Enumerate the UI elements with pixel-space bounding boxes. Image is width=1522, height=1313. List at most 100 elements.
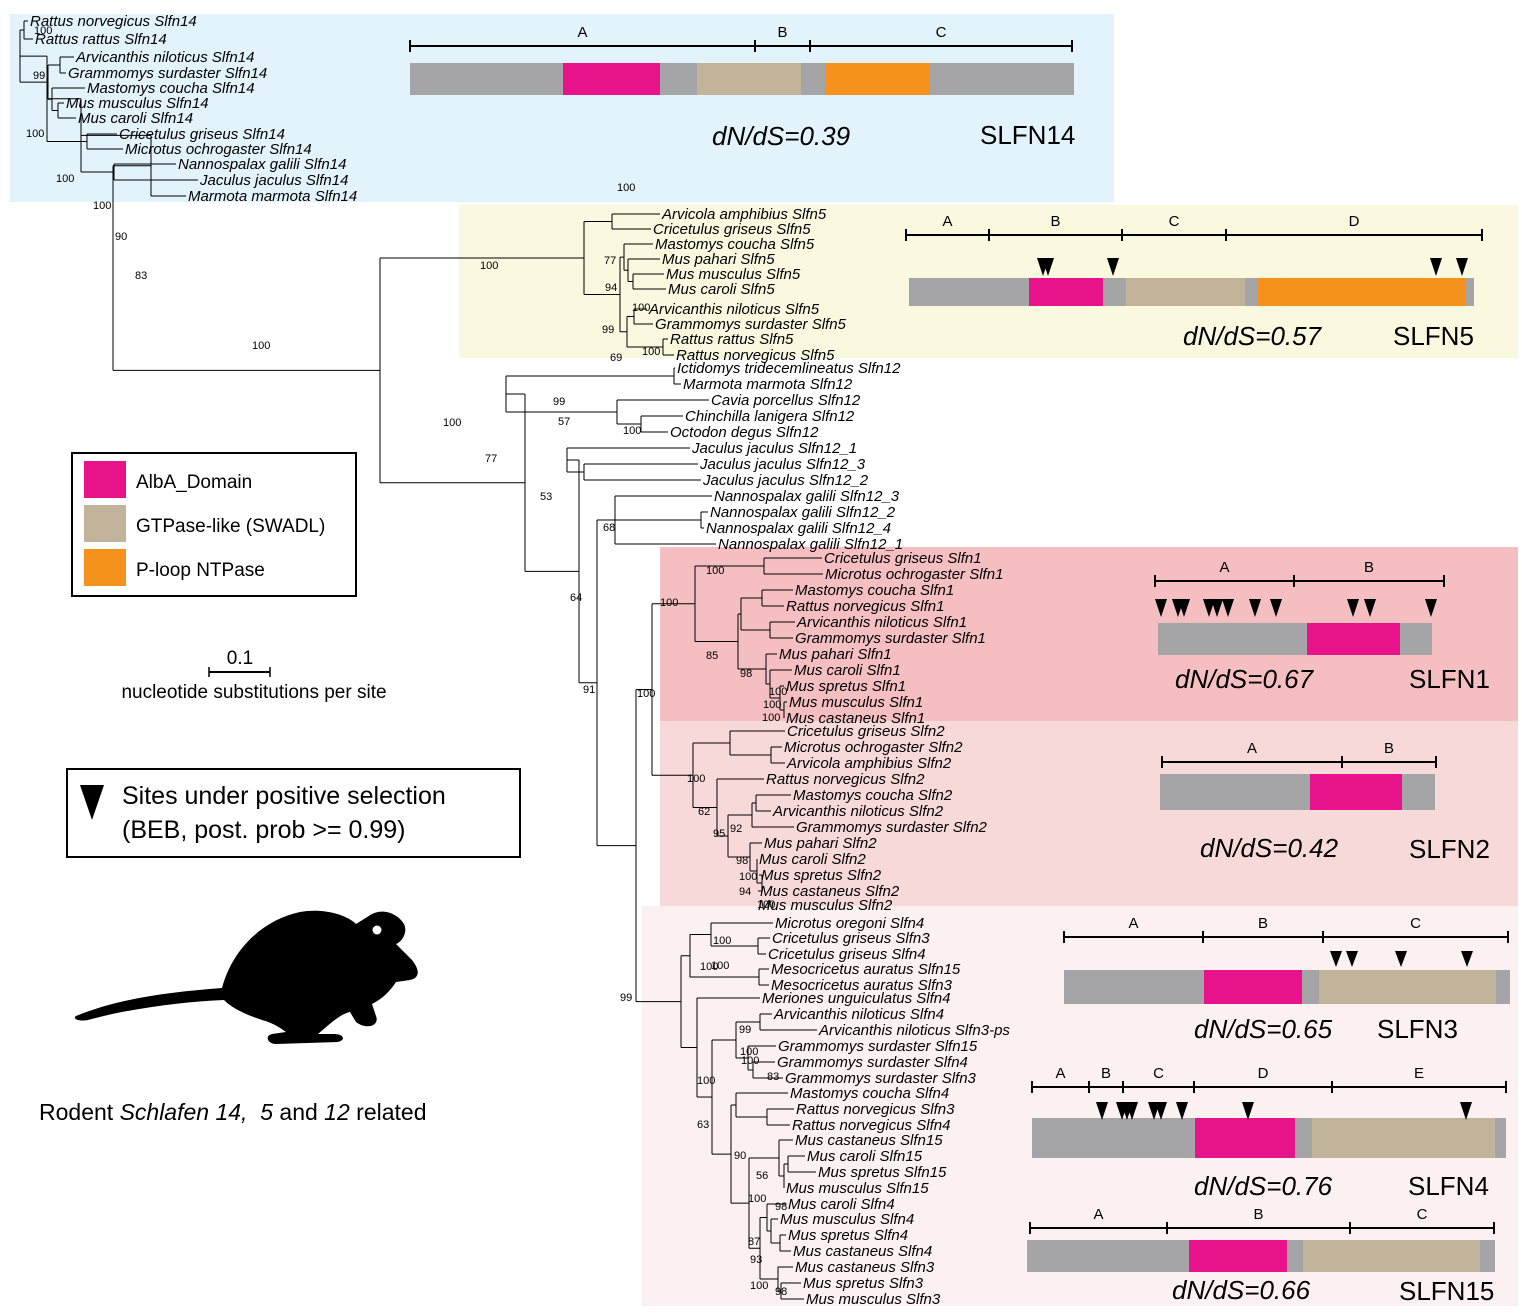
taxon-label: Mus musculus Slfn1 — [789, 694, 923, 711]
segment-label: C — [1417, 1206, 1428, 1223]
bootstrap-value: 57 — [558, 416, 570, 428]
bootstrap-value: 100 — [769, 686, 787, 698]
domain-albA-domain — [1310, 774, 1402, 810]
bootstrap-value: 100 — [763, 699, 781, 711]
dnds-value: dN/dS=0.42 — [1200, 833, 1339, 863]
bootstrap-value: 100 — [56, 173, 74, 185]
selection-site-triangle-icon — [1155, 1102, 1167, 1120]
segment-label: A — [1247, 740, 1257, 757]
selection-site-triangle-icon — [1126, 1102, 1138, 1120]
protein-name: SLFN14 — [980, 120, 1075, 150]
taxon-label: Rattus rattus Slfn5 — [670, 331, 794, 348]
domain-gtpase-like — [697, 63, 801, 95]
bootstrap-value: 100 — [740, 1046, 758, 1058]
taxon-label: Grammomys surdaster Slfn1 — [795, 630, 986, 647]
bootstrap-value: 100 — [93, 200, 111, 212]
taxon-label: Jaculus jaculus Slfn12_2 — [702, 472, 869, 489]
bootstrap-value: 100 — [706, 565, 724, 577]
taxon-label: Microtus oregoni Slfn4 — [775, 915, 924, 932]
taxon-label: Mastomys coucha Slfn14 — [87, 80, 255, 97]
title-sep1 — [247, 1099, 260, 1125]
bootstrap-value: 100 — [748, 1193, 766, 1205]
domain-albA-domain — [1204, 970, 1302, 1004]
segment-label: E — [1414, 1065, 1424, 1082]
taxon-label: Marmota marmota Slfn14 — [188, 188, 357, 205]
taxon-label: Mus caroli Slfn5 — [668, 281, 775, 298]
bootstrap-value: 94 — [605, 282, 617, 294]
protein-name: SLFN5 — [1393, 321, 1474, 351]
taxon-label: Mus pahari Slfn2 — [764, 835, 877, 852]
taxon-label: Arvicanthis niloticus Slfn2 — [772, 803, 944, 820]
taxon-label: Mus musculus Slfn3 — [806, 1291, 941, 1308]
taxon-label: Mus musculus Slfn4 — [780, 1211, 914, 1228]
taxon-label: Arvicanthis niloticus Slfn4 — [773, 1006, 944, 1023]
bootstrap-value: 100 — [642, 346, 660, 358]
protein-name: SLFN15 — [1399, 1276, 1494, 1306]
segment-label: D — [1258, 1065, 1269, 1082]
taxon-label: Mus castaneus Slfn1 — [786, 710, 925, 727]
bootstrap-value: 64 — [570, 592, 582, 604]
taxon-label: Nannospalax galili Slfn12_3 — [714, 488, 900, 505]
legend-swatch-alba — [84, 461, 126, 498]
bootstrap-value: 100 — [660, 597, 678, 609]
taxon-label: Octodon degus Slfn12 — [670, 424, 819, 441]
taxon-label: Chinchilla lanigera Slfn12 — [685, 408, 855, 425]
bootstrap-value: 100 — [617, 182, 635, 194]
taxon-label: Cricetulus griseus Slfn1 — [824, 550, 982, 567]
bootstrap-value: 100 — [637, 688, 655, 700]
selection-site-triangle-icon — [1425, 599, 1437, 617]
bootstrap-value: 100 — [697, 1075, 715, 1087]
taxon-label: Rattus rattus Slfn14 — [35, 31, 167, 48]
selection-site-triangle-icon — [1461, 951, 1473, 967]
segment-label: A — [1093, 1206, 1103, 1223]
selection-triangle-icon — [80, 785, 104, 820]
domain-gtpase-like — [1303, 1240, 1480, 1272]
domain-albA-domain — [1189, 1240, 1287, 1272]
selection-site-triangle-icon — [1430, 258, 1442, 276]
selection-site-triangle-icon — [1176, 1102, 1188, 1120]
taxon-label: Mus castaneus Slfn3 — [795, 1259, 935, 1276]
taxon-label: Cricetulus griseus Slfn5 — [653, 221, 811, 238]
title-gene1: Schlafen 14, — [120, 1099, 248, 1125]
bootstrap-value: 95 — [713, 828, 725, 840]
taxon-label: Marmota marmota Slfn12 — [683, 376, 853, 393]
bootstrap-value: 99 — [602, 324, 614, 336]
protein-name: SLFN1 — [1409, 664, 1490, 694]
taxon-label: Rattus norvegicus Slfn5 — [676, 347, 835, 364]
taxon-label: Mus castaneus Slfn2 — [760, 883, 900, 900]
bootstrap-value: 98 — [775, 1201, 787, 1213]
taxon-label: Cricetulus griseus Slfn3 — [772, 930, 930, 947]
segment-label: A — [1055, 1065, 1065, 1082]
segment-label: A — [1128, 915, 1138, 932]
bootstrap-value: 77 — [485, 453, 497, 465]
bootstrap-value: 87 — [748, 1236, 760, 1248]
domain-gtpase-like — [1312, 1118, 1495, 1158]
taxon-label: Arvicola amphibius Slfn5 — [661, 206, 827, 223]
taxon-label: Mus caroli Slfn2 — [759, 851, 866, 868]
bootstrap-value: 98 — [736, 855, 748, 867]
taxon-label: Microtus ochrogaster Slfn1 — [825, 566, 1003, 583]
taxon-label: Mesocricetus auratus Slfn3 — [771, 977, 953, 994]
mouse-icon — [74, 910, 418, 1044]
taxon-label: Rattus norvegicus Slfn1 — [786, 598, 944, 615]
segment-label: A — [577, 24, 587, 41]
title-sep2: and — [273, 1099, 324, 1125]
bootstrap-value: 91 — [583, 684, 595, 696]
selection-site-triangle-icon — [1178, 599, 1190, 617]
segment-label: C — [936, 24, 947, 41]
taxon-label: Mus musculus Slfn5 — [666, 266, 801, 283]
taxon-label: Meriones unguiculatus Slfn4 — [762, 990, 950, 1007]
taxon-label: Mus pahari Slfn5 — [662, 251, 775, 268]
taxon-label: Grammomys surdaster Slfn5 — [655, 316, 847, 333]
bootstrap-value: 100 — [480, 260, 498, 272]
selection-site-triangle-icon — [1042, 258, 1054, 276]
bootstrap-value: 100 — [632, 302, 650, 314]
domain-albA-domain — [563, 63, 660, 95]
